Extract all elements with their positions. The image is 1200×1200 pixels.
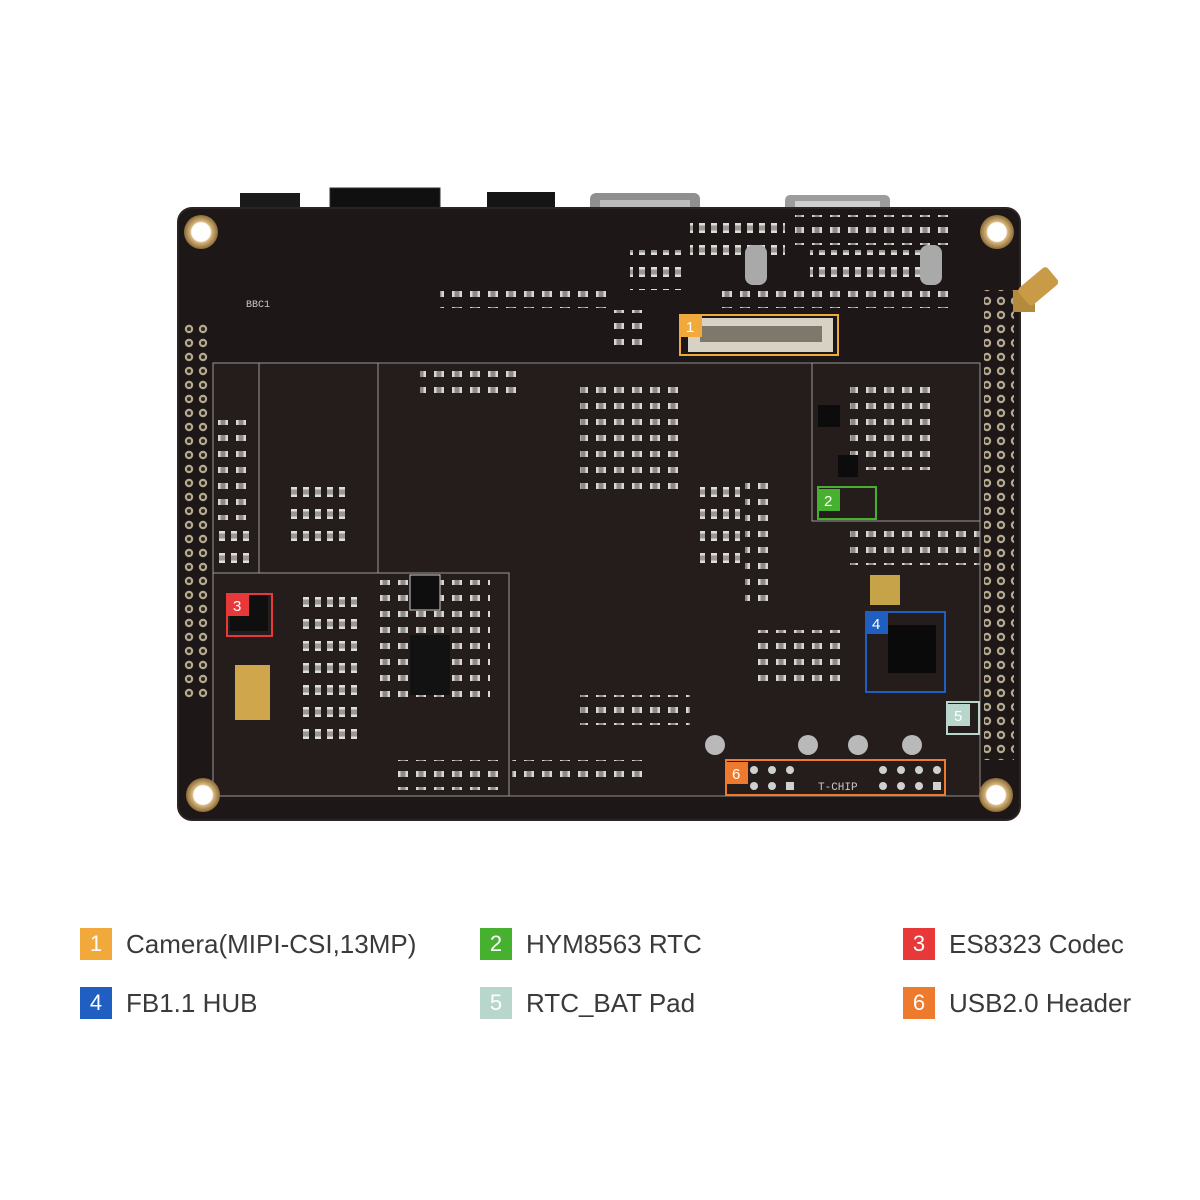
callout-3-codec: 3 (226, 593, 273, 637)
callout-3-number: 3 (233, 598, 241, 615)
camera-fpc-connector (688, 318, 833, 352)
legend-label-6: USB2.0 Header (949, 987, 1132, 1018)
callout-1-camera: 1 (679, 314, 839, 356)
legend-label-2: HYM8563 RTC (526, 928, 702, 959)
silkscreen-part-label: BBC1 (246, 300, 270, 311)
legend-item-2: 2 HYM8563 RTC (480, 927, 702, 961)
callout-2-rtc: 2 (817, 486, 877, 520)
legend-swatch-2: 2 (480, 928, 512, 960)
smd-components (215, 215, 980, 790)
gpio-header-right (984, 290, 1014, 760)
legend-item-6: 6 USB2.0 Header (903, 986, 1131, 1020)
legend-swatch-3: 3 (903, 928, 935, 960)
legend-label-3: ES8323 Codec (949, 928, 1124, 959)
legend-item-5: 5 RTC_BAT Pad (480, 986, 695, 1020)
callout-5-number: 5 (954, 708, 962, 725)
legend-item-3: 3 ES8323 Codec (903, 927, 1124, 961)
callout-4-hub: 4 (865, 611, 946, 693)
legend-label-4: FB1.1 HUB (126, 987, 258, 1018)
legend-item-1: 1 Camera(MIPI-CSI,13MP) (80, 927, 416, 961)
mounting-holes (184, 215, 1014, 812)
callout-2-number: 2 (824, 493, 832, 510)
callout-6-usb: 6 (725, 759, 946, 796)
silkscreen-header-label: T-CHIP (818, 782, 858, 794)
legend-label-5: RTC_BAT Pad (526, 987, 696, 1018)
antenna-connector (1013, 267, 1059, 312)
legend-swatch-6: 6 (903, 987, 935, 1019)
legend: 1 Camera(MIPI-CSI,13MP) 2 HYM8563 RTC 3 … (0, 915, 1200, 1035)
legend-swatch-4: 4 (80, 987, 112, 1019)
legend-swatch-1: 1 (80, 928, 112, 960)
gpio-header-left (180, 320, 208, 700)
callout-4-number: 4 (872, 616, 880, 633)
callout-6-number: 6 (732, 766, 740, 783)
callout-1-number: 1 (686, 319, 694, 336)
legend-swatch-5: 5 (480, 987, 512, 1019)
legend-item-4: 4 FB1.1 HUB (80, 986, 258, 1020)
callout-5-rtc-bat: 5 (946, 701, 980, 735)
legend-label-1: Camera(MIPI-CSI,13MP) (126, 928, 417, 959)
board-photo: BBC1 T-CHIP 1 2 3 4 5 6 (177, 187, 1059, 821)
usb-header-pads (750, 766, 941, 790)
